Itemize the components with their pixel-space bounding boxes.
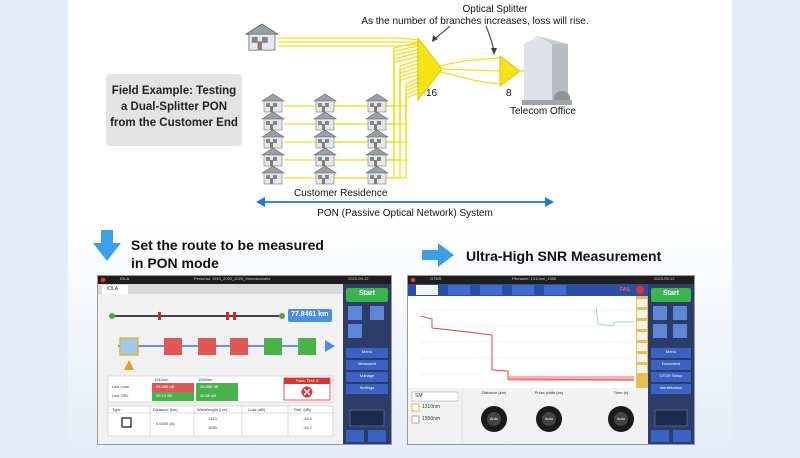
pon-wavelength-1550: 1550nm [198,377,213,382]
pon-screen-canvas [98,276,391,444]
pon-fail-label: Pass: Test: 0 [295,378,319,383]
step-right-heading: Ultra-High SNR Measurement [466,248,662,264]
otdr-wavelength-1310[interactable]: 1310nm [422,404,441,410]
customer-house-icon [313,93,337,113]
splitter-title: Optical Splitter [462,4,528,15]
pon-range-arrow [256,197,554,207]
pon-menu-item-settings[interactable]: Settings [359,385,375,390]
telecom-office-icon [522,36,572,105]
otdr-menu-item-setup[interactable]: OTDR Setup [659,373,683,378]
otdr-fail-label: FAIL [620,287,631,293]
telecom-office-label: Telecom Office [510,106,576,117]
otdr-screen-canvas [408,276,694,444]
otdr-knob-time-label: Time (s) [613,390,629,395]
pon-cell-2: 26.888 dB [200,384,219,389]
pon-topbar-file: Personal: 1910_2020_2025_Monoskandes [194,276,271,281]
pon-tab[interactable]: iOLA [107,286,119,292]
pon-th-wavelength: Wavelength (nm) [197,407,228,412]
pon-th-distance: Distance (km) [153,407,178,412]
customer-house-icon [365,165,389,185]
pon-cell-4: 30.88 dB [200,393,217,398]
customer-house-icon [313,147,337,167]
pon-row-link-orl: Link ORL [112,393,129,398]
customer-residence-label: Customer Residence [294,188,388,199]
otdr-knob-pulse-label: Pulse width (ns) [534,390,564,395]
splitter-link [439,57,501,85]
splitter-note: As the number of branches increases, los… [361,16,589,27]
otdr-knob-pulse[interactable]: Auto [544,416,554,421]
pon-topbar-title: IOLA [120,276,130,281]
pon-menu-item-menu[interactable]: Menu [361,349,372,354]
customer-house-icon [261,111,285,131]
customer-house-icon [313,129,337,149]
otdr-topbar-file: Filename: 1310nm_1550 [512,276,557,281]
pon-td-refl-1: -44.1 [303,416,313,421]
fiber-line [278,43,420,47]
splitter-count-16: 16 [426,88,438,99]
pon-wavelength-1310: 1310nm [154,377,169,382]
customer-house-icon [261,147,285,167]
customer-house-icon [365,111,389,131]
right-band [732,0,800,458]
pon-mode-screen: IOLA Personal: 1910_2020_2025_Monoskande… [97,275,392,445]
pon-cell-1: 25.486 dB [156,384,175,389]
otdr-knob-time[interactable]: Auto [616,416,626,421]
step-left-heading: Set the route to be measured in PON mode [131,237,324,271]
field-example-text: Field Example: Testing a Dual-Splitter P… [110,85,238,129]
otdr-mode-select[interactable]: SM [415,393,423,399]
pon-diagram [245,23,572,207]
customer-houses [261,93,389,185]
otdr-menu-item-identification[interactable]: Identification [659,385,683,390]
step-right-arrow-icon [422,243,454,267]
customer-house-large-icon [245,23,279,51]
otdr-screen: OTDR Filename: 1310nm_1550 2023-09-12 FA… [407,275,695,445]
customer-house-icon [365,147,389,167]
pon-td-wl-1310: 1310 [208,416,217,421]
pon-th-loss: Loss (dB) [248,407,266,412]
splitter-16 [417,36,443,102]
left-band [0,0,68,458]
pon-distance: 77.8461 km [291,311,329,318]
pon-menu-item-measured[interactable]: Measured [358,361,376,366]
otdr-menu-item-menu[interactable]: Menu [665,349,676,354]
customer-house-icon [261,93,285,113]
customer-house-icon [261,165,285,185]
customer-house-icon [313,165,337,185]
pon-system-label: PON (Passive Optical Network) System [317,208,493,219]
pon-th-refl: Refl. (dB) [294,407,311,412]
pon-td-wl-1550: 1550 [208,425,217,430]
otdr-topbar-title: OTDR [430,276,442,281]
pon-topbar-date: 2023-09-12 [348,276,369,281]
fiber-line [388,91,420,179]
customer-house-icon [313,111,337,131]
otdr-knob-distance[interactable]: Auto [489,416,499,421]
pon-td-distance: 0.0000 (A) [156,421,175,426]
customer-house-icon [365,129,389,149]
otdr-topbar-date: 2023-09-12 [654,276,675,281]
splitter-8 [499,55,521,87]
otdr-wavelength-1550[interactable]: 1550nm [422,416,441,422]
pon-menu-item-manage[interactable]: Manage [359,373,375,378]
pon-row-link-loss: Link Loss [112,384,129,389]
fiber-line [284,41,420,107]
pon-start-button[interactable]: Start [359,290,375,297]
pon-th-type: Type [112,407,121,412]
fiber-lines [278,37,420,179]
step-down-arrow-icon [93,230,121,261]
otdr-start-button[interactable]: Start [663,290,679,297]
splitter-count-8: 8 [506,88,512,99]
fiber-line [284,48,420,143]
customer-house-icon [261,129,285,149]
customer-house-icon [365,93,389,113]
fiber-line [278,37,420,41]
fiber-line [388,77,420,107]
pon-cell-3: 25.14 dB [156,393,173,398]
otdr-menu-item-document[interactable]: Document [661,361,681,366]
pon-td-refl-2: -44.7 [303,425,313,430]
otdr-knob-distance-label: Distance (km) [481,390,507,395]
fiber-line [388,84,420,143]
field-example-box: Field Example: Testing a Dual-Splitter P… [106,74,242,146]
